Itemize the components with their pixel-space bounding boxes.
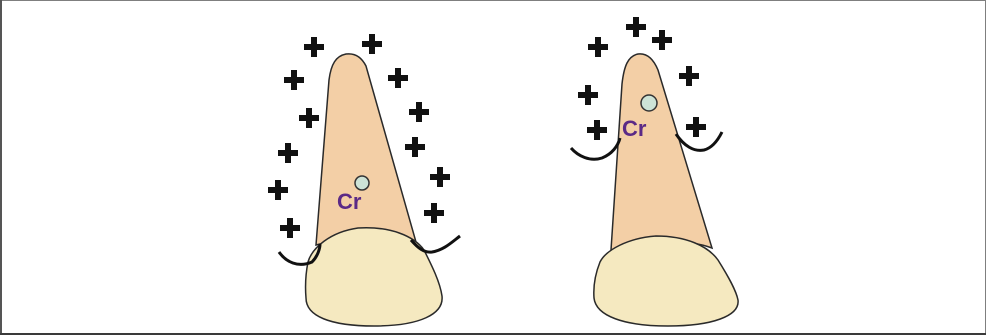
plus-sign-icon: [388, 68, 408, 88]
plus-sign-icon: [686, 117, 706, 137]
plus-sign-icon: [587, 120, 607, 140]
plus-sign-icon: [299, 108, 319, 128]
tooth-right-root: [611, 54, 712, 250]
tooth-right-crown: [594, 236, 738, 326]
cr-label-right: Cr: [622, 116, 647, 141]
plus-sign-icon: [626, 17, 646, 37]
plus-sign-icon: [409, 102, 429, 122]
tooth-right: Cr: [571, 17, 738, 326]
plus-sign-icon: [284, 70, 304, 90]
plus-sign-icon: [268, 180, 288, 200]
center-of-resistance-icon: [355, 176, 369, 190]
plus-sign-icon: [424, 203, 444, 223]
plus-sign-icon: [405, 137, 425, 157]
plus-sign-icon: [362, 34, 382, 54]
plus-sign-icon: [280, 218, 300, 238]
plus-sign-icon: [679, 66, 699, 86]
center-of-resistance-icon: [641, 95, 657, 111]
tooth-left: Cr: [268, 34, 460, 326]
plus-sign-icon: [278, 143, 298, 163]
bone-line-right-a: [571, 138, 620, 159]
tooth-left-crown: [306, 228, 443, 326]
plus-sign-icon: [588, 37, 608, 57]
plus-sign-icon: [578, 85, 598, 105]
plus-sign-icon: [304, 37, 324, 57]
cr-label-left: Cr: [337, 189, 362, 214]
plus-sign-icon: [652, 30, 672, 50]
plus-sign-icon: [430, 167, 450, 187]
